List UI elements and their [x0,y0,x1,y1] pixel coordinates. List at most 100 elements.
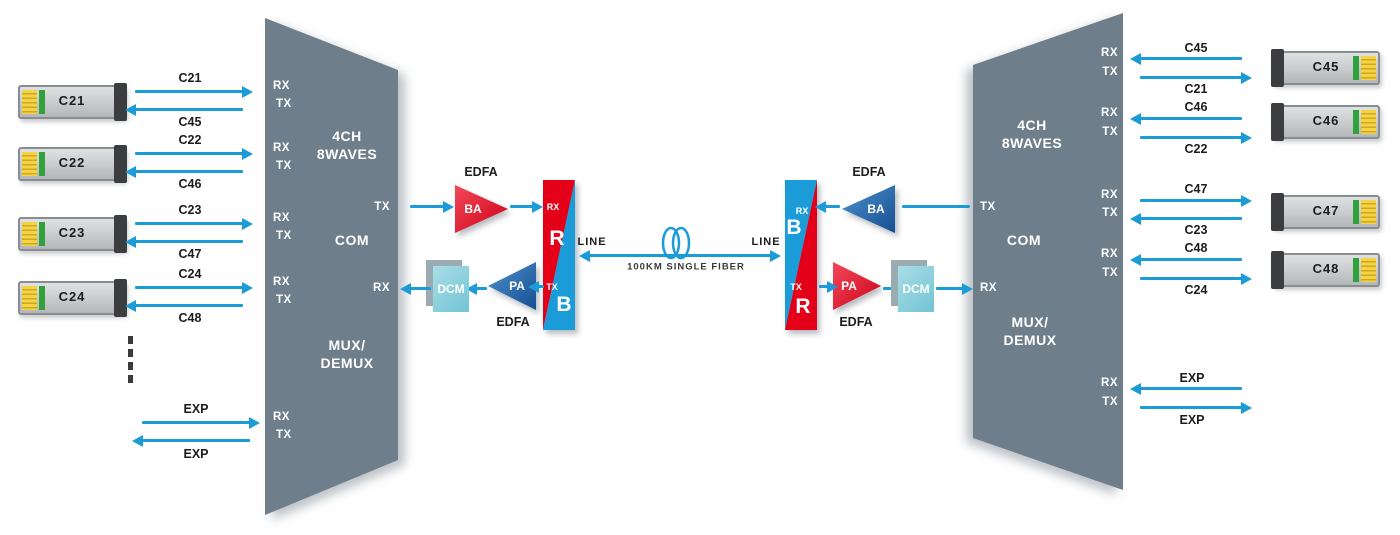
module-connector-icon [22,286,37,310]
transceiver-c46: C46 [1271,103,1380,141]
fiber-coil-icon [661,226,691,260]
pa-label: PA [841,279,857,293]
ba-label: BA [867,202,885,216]
port-rx-label: RX [273,212,290,224]
exp-label: EXP [1179,413,1205,427]
channel-arrow [135,281,253,294]
module-clip [114,279,127,317]
filter-red-letter: R [795,295,811,318]
mux-name-line1: MUX/ [328,337,366,353]
module-clip [114,145,127,183]
transceiver-c45: C45 [1271,49,1380,87]
mux-name-line1: MUX/ [1011,314,1049,330]
channel-label: C47 [178,247,202,261]
channel-arrow [1130,112,1242,125]
mux-demux-right-body [973,13,1123,490]
transceiver-c24: C24 [18,279,127,317]
channel-arrow [1140,71,1252,84]
module-connector-icon [22,90,37,114]
edfa-label: EDFA [839,315,873,329]
module-connector-icon [22,152,37,176]
transceiver-c21: C21 [18,83,127,121]
channel-label: C22 [178,133,202,147]
transceiver-c22: C22 [18,145,127,183]
exp-label: EXP [183,402,209,416]
channel-label: C24 [1184,283,1208,297]
fiber-distance-label: 100KM SINGLE FIBER [627,261,745,273]
filter-to-pa-arrow [819,280,838,293]
dcm-label: DCM [902,282,930,296]
dcm-to-rx-arrow [400,282,431,295]
module-connector-icon [1361,200,1376,224]
channel-label: C23 [1184,223,1208,237]
pa-to-dcm-arrow [466,282,487,295]
pa-label: PA [509,279,525,293]
exp-label: EXP [1179,371,1205,385]
mux-capacity-line2: 8WAVES [1001,135,1063,151]
port-rx-label: RX [273,80,290,92]
com-tx-label: TX [980,201,996,213]
port-rx-label: RX [1101,107,1118,119]
channel-arrow [125,299,243,312]
port-tx-label: TX [276,294,292,306]
dcm-right: DCM [891,260,934,312]
com-tx-label: TX [374,201,390,213]
port-tx-label: TX [1102,207,1118,219]
exp-arrow [142,416,260,429]
mux-name-line2: DEMUX [320,355,374,371]
filter-blue-letter: B [786,216,802,239]
channel-arrow [125,165,243,178]
filter-right-red-section [785,180,817,330]
channel-arrow [135,147,253,160]
filter-tx-label: TX [790,282,802,292]
port-tx-label: TX [276,98,292,110]
fiber-line-arrow [579,249,781,262]
exp-arrow [1130,382,1242,395]
edfa-label: EDFA [852,165,886,179]
filter-rx-label: RX [546,202,560,212]
transceiver-c47: C47 [1271,193,1380,231]
port-tx-label: TX [1102,126,1118,138]
module-stripe [1353,110,1359,134]
port-rx-label: RX [273,276,290,288]
channel-arrow [135,217,253,230]
edfa-ba-right-triangle [842,185,895,233]
module-label: C24 [58,289,86,304]
module-clip [1271,193,1284,231]
transceiver-c48: C48 [1271,251,1380,289]
continuation-dots [128,375,133,383]
channel-label: C45 [1184,41,1208,55]
filter-rx-label: RX [795,206,809,216]
mux-name-line2: DEMUX [1003,332,1057,348]
module-connector-icon [22,222,37,246]
module-stripe [1353,258,1359,282]
channel-label: C24 [178,267,202,281]
port-rx-label: RX [273,142,290,154]
port-rx-label: RX [273,411,290,423]
module-label: C48 [1312,261,1340,276]
dcm-to-rx-arrow [936,282,973,295]
com-label: COM [1006,232,1042,248]
ba-label: BA [464,202,482,216]
module-stripe [39,222,45,246]
exp-arrow [132,434,250,447]
edfa-pa-right-triangle [833,262,881,310]
module-clip [114,83,127,121]
module-label: C21 [58,93,86,108]
edfa-ba-left-triangle [455,185,508,233]
channel-arrow [1130,253,1242,266]
port-rx-label: RX [1101,189,1118,201]
mux-capacity-line1: 4CH [332,128,362,144]
module-label: C45 [1312,59,1340,74]
port-rx-label: RX [1101,47,1118,59]
module-stripe [39,90,45,114]
filter-red-letter: R [549,227,565,250]
channel-arrow [135,85,253,98]
channel-label: C48 [1184,241,1208,255]
module-clip [1271,251,1284,289]
edfa-label: EDFA [496,315,530,329]
filter-tx-label: TX [546,282,558,292]
line-port-label: LINE [577,236,607,248]
